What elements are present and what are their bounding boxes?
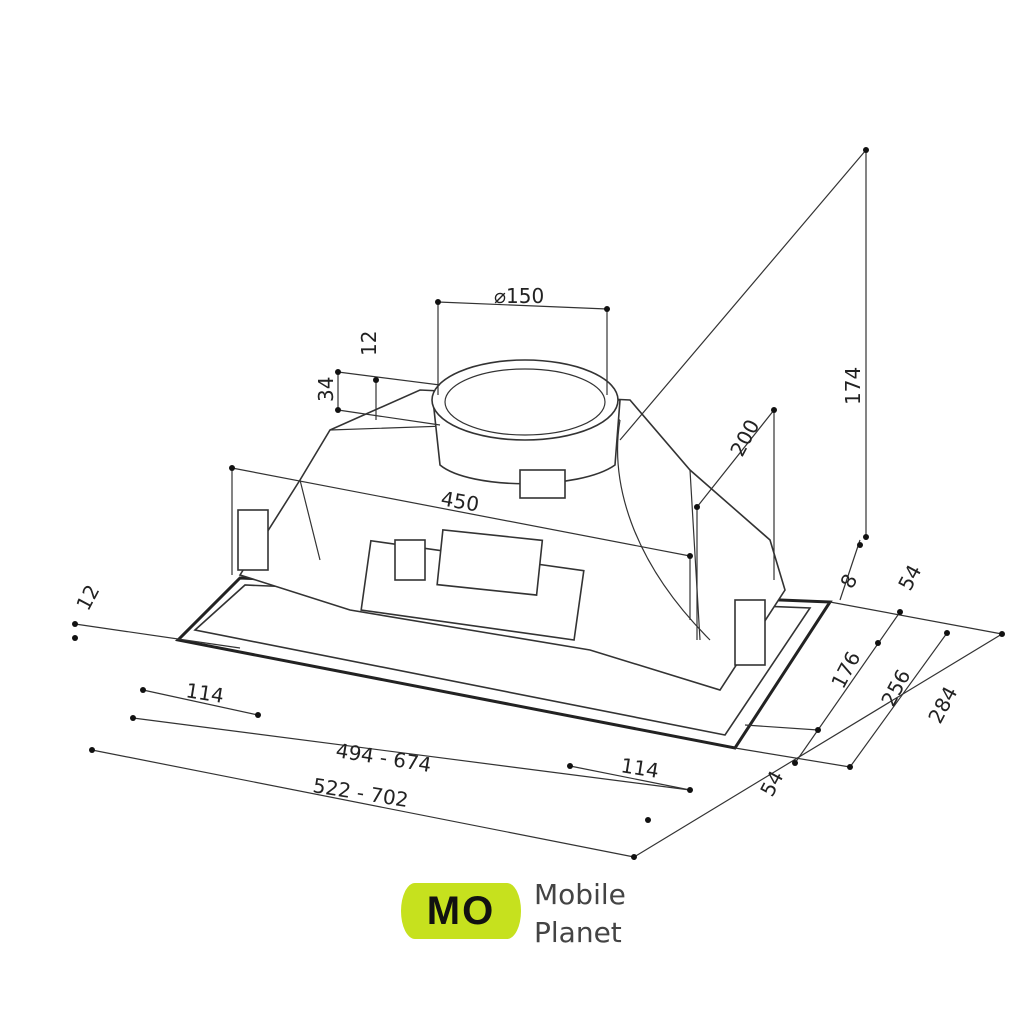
label-collar-offset: 34 [314, 377, 338, 402]
label-outer-width: 522 - 702 [311, 773, 410, 812]
hood-body [174, 359, 833, 750]
duct-opening [431, 359, 619, 441]
label-collar-height: 12 [357, 331, 381, 356]
label-left-offset: 114 [184, 678, 225, 708]
label-right-offset: 114 [619, 753, 660, 783]
switch-box [394, 539, 426, 581]
label-right-depth-284: 284 [923, 682, 962, 727]
label-flange-left: 12 [71, 581, 104, 615]
brand-line-2: Planet [534, 916, 622, 949]
label-duct-diameter: ⌀150 [494, 284, 544, 308]
label-body-depth: 200 [725, 415, 764, 460]
brand-name: Mobile Planet [534, 876, 626, 952]
brand-line-1: Mobile [534, 878, 626, 911]
label-inner-width: 494 - 674 [334, 738, 433, 777]
capacitor-box [436, 529, 544, 596]
label-right-depth-256: 256 [876, 665, 915, 710]
logo-mark: MO [426, 888, 496, 933]
right-bracket [734, 599, 766, 666]
label-total-height: 174 [841, 367, 865, 405]
label-right-margin-top: 54 [893, 561, 926, 595]
left-bracket [237, 509, 269, 571]
mobile-planet-logo: MO [401, 883, 521, 939]
label-right-margin-bottom: 54 [755, 767, 788, 801]
dimension-lines [72, 147, 1005, 860]
